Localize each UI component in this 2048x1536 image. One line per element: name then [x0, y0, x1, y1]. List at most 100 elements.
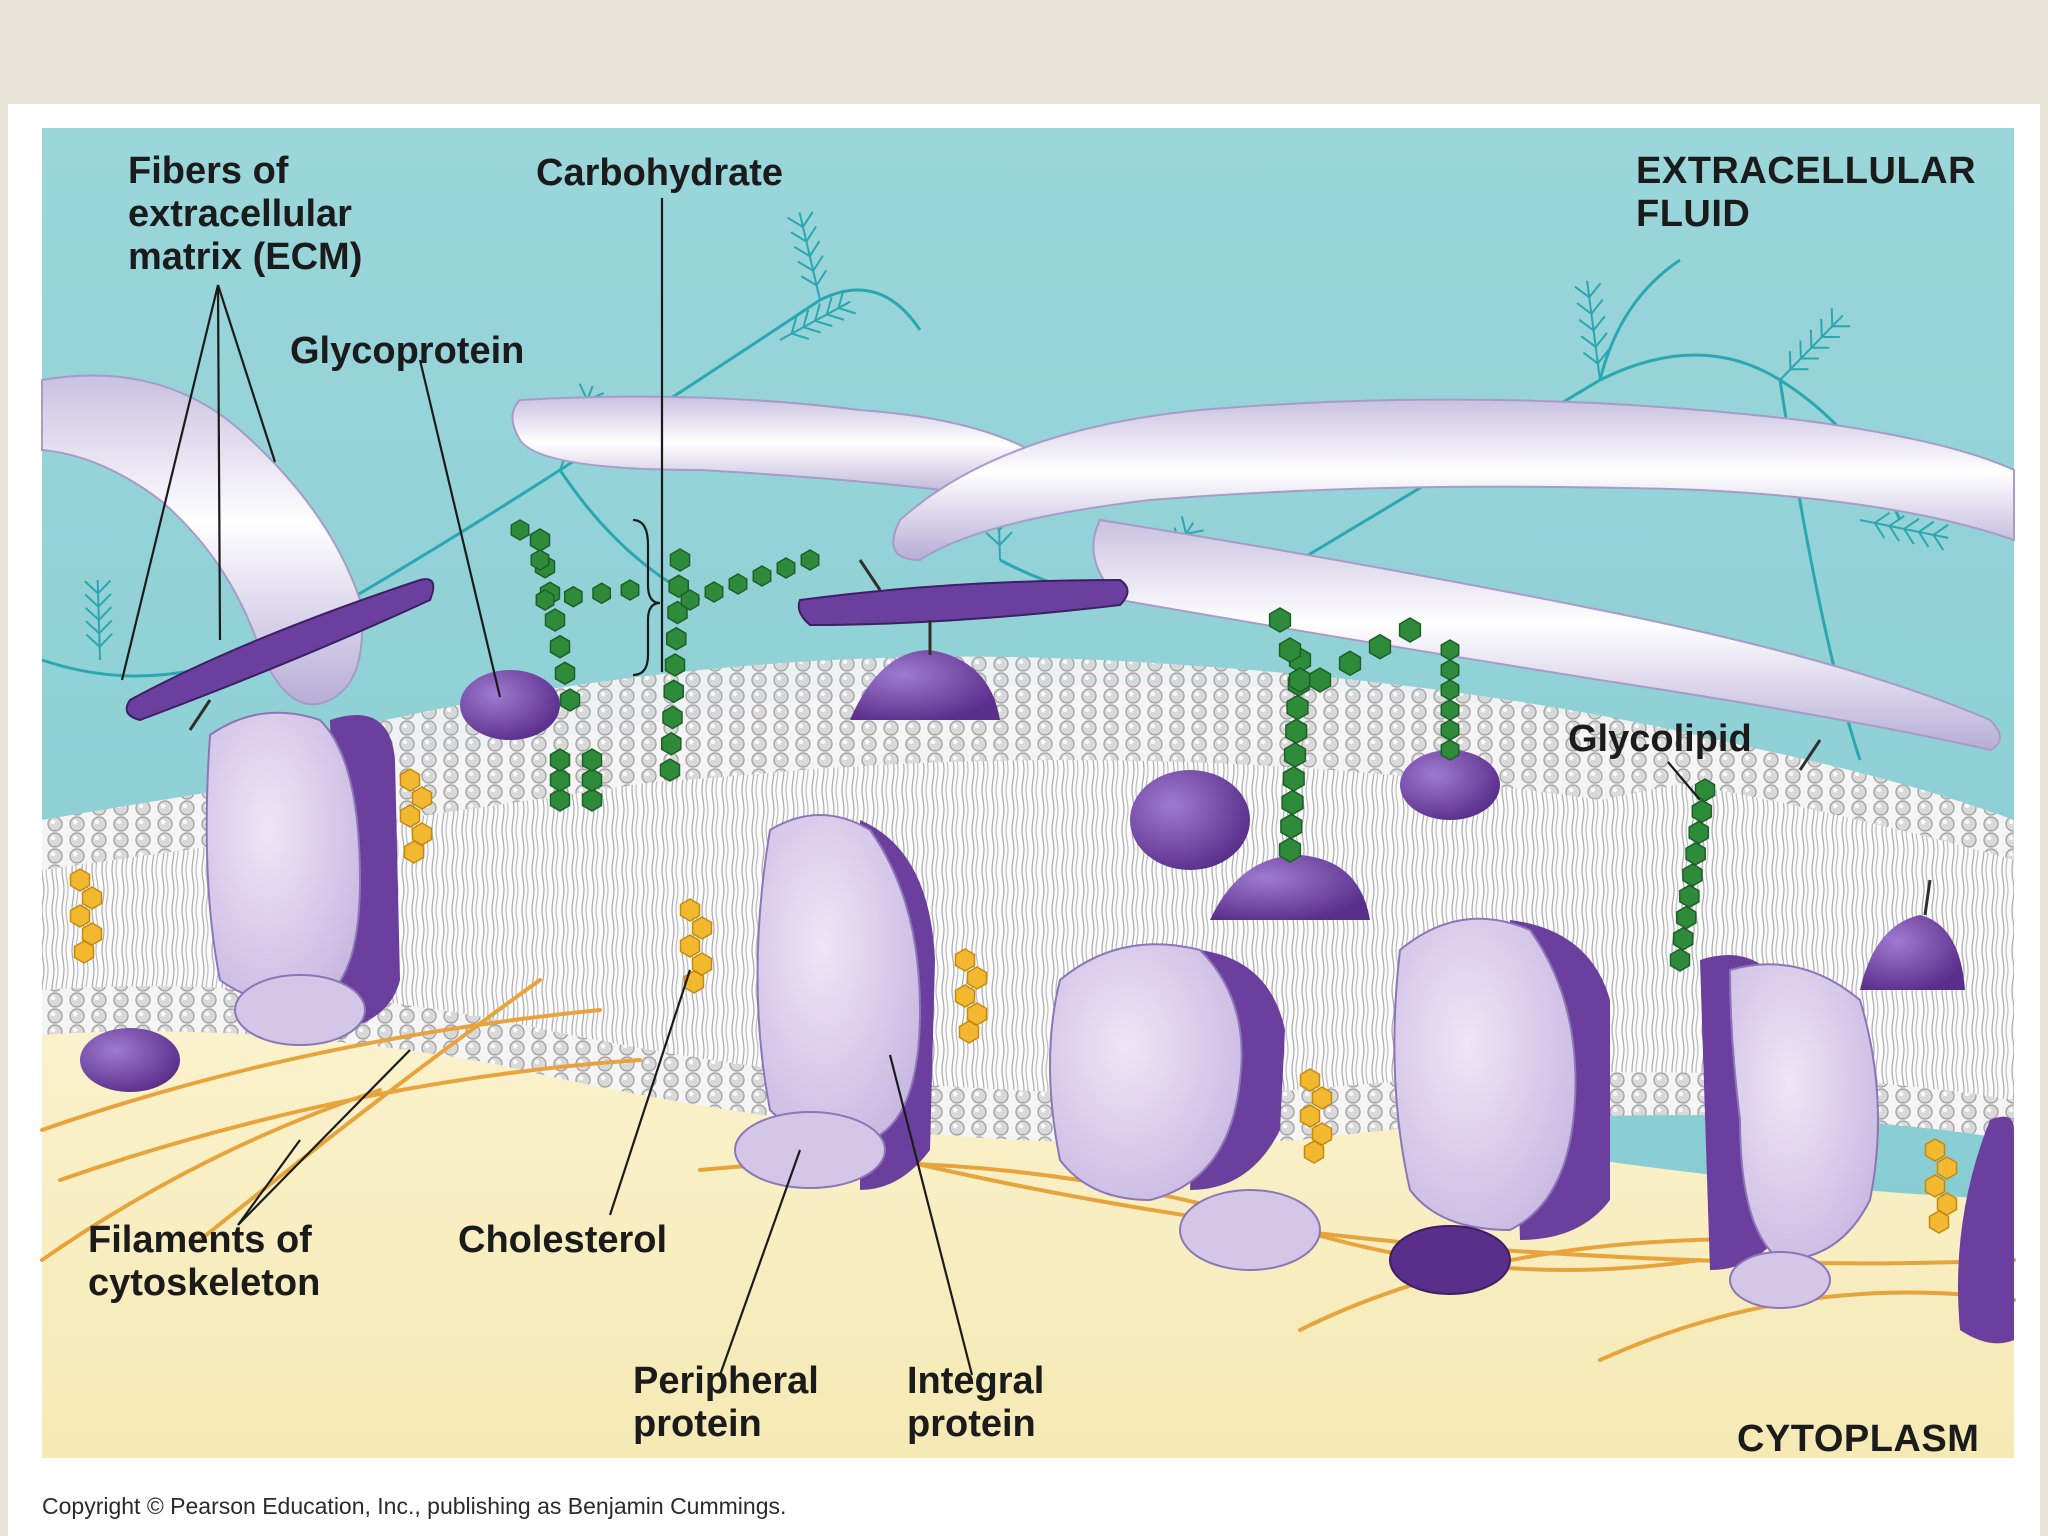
sugar-unit [510, 519, 530, 541]
label-cholesterol: Cholesterol [458, 1219, 668, 1261]
cholesterol-ring [81, 886, 103, 910]
integral-protein-shape [734, 814, 935, 1190]
cholesterol-ring [1924, 1174, 1946, 1198]
sugar-unit [1338, 650, 1362, 677]
sugar-unit [1282, 765, 1305, 792]
sugar-unit [1308, 667, 1332, 693]
sugar-unit [1440, 699, 1460, 721]
carbohydrate-chains [510, 519, 1716, 972]
cholesterol-ring [691, 916, 713, 940]
sugar-unit [669, 548, 691, 572]
cytoplasm-region [42, 989, 2014, 1458]
sugar-unit [776, 557, 796, 579]
cholesterol-ring [1936, 1156, 1958, 1180]
cholesterol-ring [679, 898, 701, 922]
sugar-unit [529, 528, 551, 552]
sugar-unit [1440, 639, 1460, 661]
sugar-unit [1440, 719, 1460, 741]
protein-stems [188, 559, 1932, 916]
sugar-unit [581, 748, 603, 772]
sugar-unit [704, 581, 724, 603]
sugar-unit [535, 589, 555, 611]
sugar-unit [1268, 607, 1292, 633]
label-glycolipid: Glycolipid [1568, 718, 1752, 760]
cholesterol-ring [683, 970, 705, 994]
label-glycoprotein: Glycoprotein [290, 330, 525, 372]
sugar-unit [544, 608, 566, 632]
cholesterol-ring [958, 1020, 980, 1044]
cholesterol-ring [1299, 1068, 1321, 1092]
cholesterol-ring [954, 984, 976, 1008]
integral-protein-shape [1958, 1116, 2014, 1344]
sugar-unit [1281, 789, 1304, 816]
sugar-unit [752, 565, 772, 587]
sugar-unit [1283, 742, 1307, 768]
sugar-unit [1368, 633, 1392, 660]
label-integral-protein: Integral protein [907, 1360, 1045, 1445]
cholesterol-ring [1299, 1104, 1321, 1128]
leader-lines [120, 198, 1701, 1376]
sugar-unit [1440, 739, 1460, 761]
sugar-unit [662, 705, 683, 730]
label-cytoplasm: CYTOPLASM [1737, 1418, 1980, 1460]
sugar-unit [530, 549, 550, 571]
sugar-unit [1398, 617, 1422, 643]
sugar-unit [1672, 926, 1694, 951]
cholesterol-ring [1924, 1138, 1946, 1162]
integral-protein-shape [205, 711, 400, 1046]
sugar-unit [680, 589, 700, 611]
sugar-unit [554, 661, 576, 686]
sugar-unit [559, 688, 581, 712]
sugar-unit [620, 579, 640, 601]
ecm-fibers [41, 374, 2015, 752]
sugar-unit [563, 585, 583, 608]
cholesterol-ring [399, 804, 421, 828]
cholesterol-ring [954, 948, 976, 972]
sugar-unit [668, 574, 690, 599]
sugar-unit [1288, 667, 1312, 693]
sugar-unit [549, 768, 571, 792]
sugar-unit [592, 582, 612, 605]
cholesterol-ring [399, 768, 421, 792]
cholesterol-ring [69, 904, 91, 928]
sugar-unit [549, 634, 571, 659]
sugar-unit [1278, 637, 1302, 663]
sugar-unit [1280, 813, 1303, 840]
sugar-unit [1278, 837, 1302, 863]
sugar-unit [1688, 820, 1710, 845]
cholesterol-ring [403, 840, 425, 864]
sugar-unit [1440, 659, 1460, 681]
sugar-unit [549, 788, 571, 812]
sugar-unit [664, 653, 686, 677]
sugar-unit [1675, 905, 1697, 930]
sugar-unit [660, 731, 682, 756]
label-peripheral-protein: Peripheral protein [633, 1360, 819, 1445]
sugar-unit [728, 573, 748, 595]
integral-proteins [205, 711, 2014, 1344]
cholesterol-ring [1928, 1210, 1950, 1234]
sugar-unit [581, 768, 603, 792]
sugar-unit [1440, 679, 1460, 701]
cholesterol-molecules [69, 768, 1958, 1234]
sugar-unit [663, 679, 685, 704]
sugar-unit [549, 748, 571, 772]
cholesterol-ring [1311, 1086, 1333, 1110]
label-cytoskeleton-filaments: Filaments of cytoskeleton [88, 1219, 321, 1304]
sugar-unit [659, 758, 681, 782]
sugar-unit [1285, 718, 1308, 745]
surface-globular-proteins [80, 650, 1965, 1092]
sugar-unit [665, 626, 687, 651]
cholesterol-ring [966, 966, 988, 990]
label-ecm-fibers: Fibers of extracellular matrix (ECM) [128, 150, 363, 278]
sugar-unit [1679, 884, 1700, 909]
sugar-unit [1691, 799, 1713, 824]
sugar-unit [1669, 948, 1691, 972]
sugar-unit [1694, 778, 1716, 802]
cholesterol-ring [69, 868, 91, 892]
cholesterol-ring [411, 786, 433, 810]
sugar-unit [1685, 841, 1706, 866]
integral-protein-shape [1049, 943, 1321, 1271]
label-carbohydrate: Carbohydrate [536, 152, 784, 194]
sugar-unit [1682, 863, 1703, 887]
integral-protein-shape [1700, 955, 1879, 1309]
